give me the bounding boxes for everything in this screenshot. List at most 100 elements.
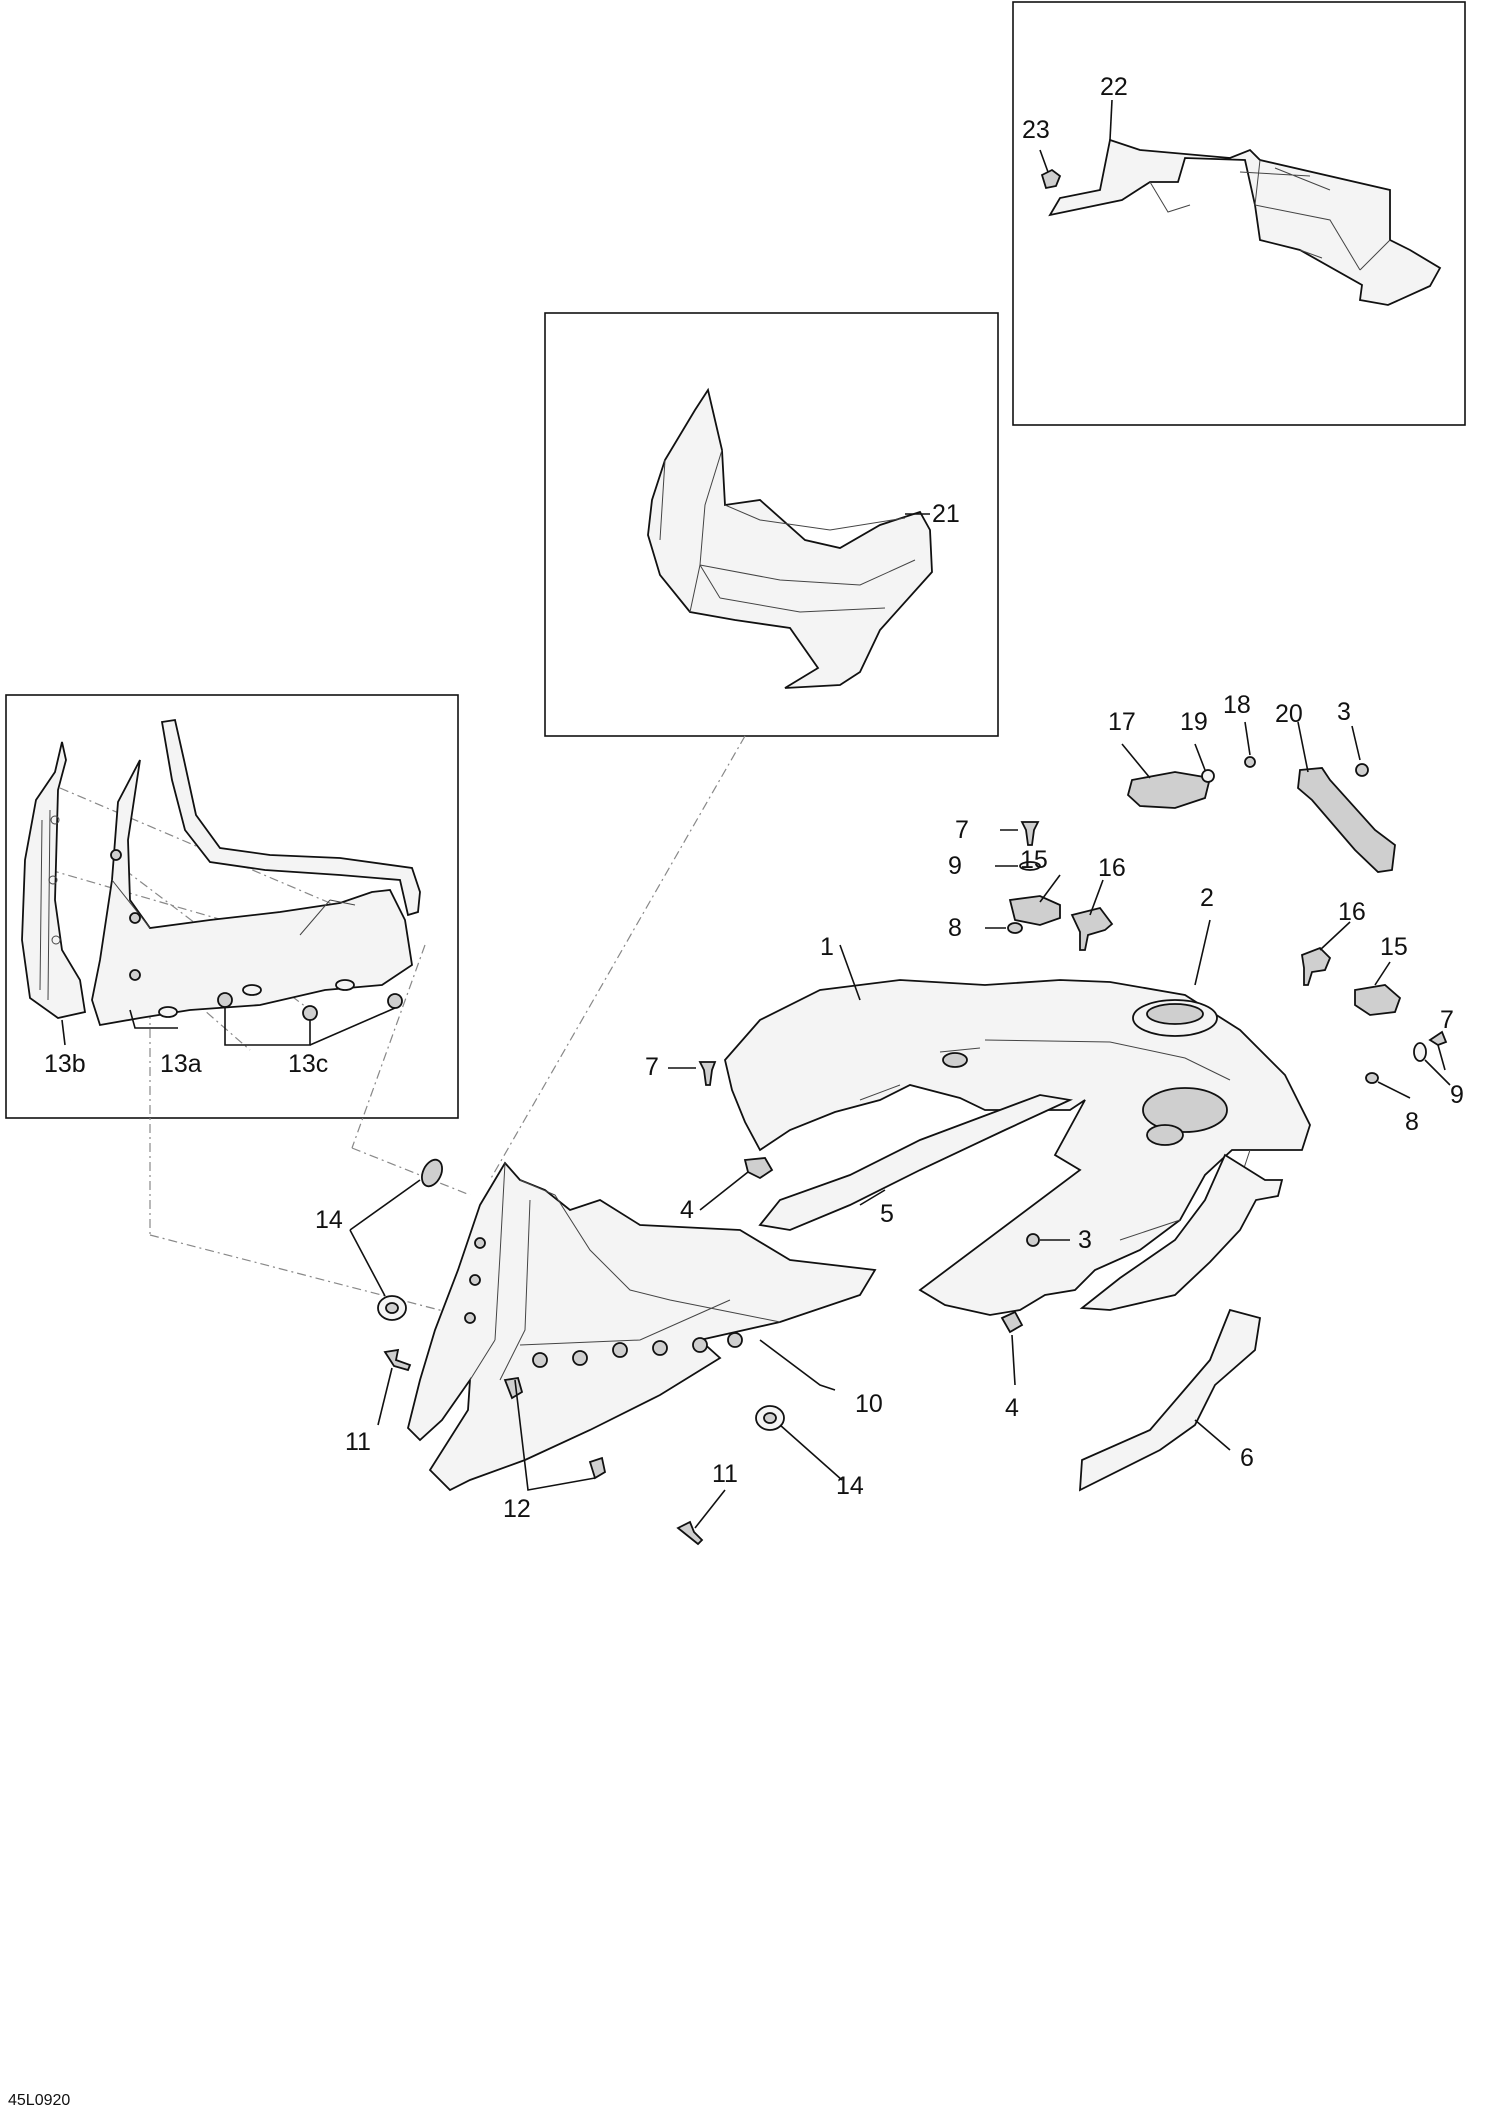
callout-7-left: 7: [645, 1053, 659, 1081]
leader-20: [1297, 721, 1309, 773]
callout-20: 20: [1275, 700, 1303, 728]
part-21-windshield: [647, 387, 933, 689]
part-23-screw: [1040, 168, 1062, 190]
callout-7-right: 7: [1440, 1006, 1454, 1034]
callout-22: 22: [1100, 73, 1128, 101]
callout-23: 23: [1022, 116, 1050, 144]
leader-22: [1109, 99, 1113, 141]
part-9-washer-top: [1019, 861, 1041, 871]
inset-box-windshield: [544, 312, 999, 737]
callout-8-right: 8: [1405, 1108, 1419, 1136]
leader-15-left: [1039, 874, 1061, 903]
callout-13c: 13c: [288, 1050, 328, 1078]
part-14-grommet-left: [377, 1295, 407, 1321]
part-trim-right: [1079, 1153, 1284, 1311]
dash-leader-13-d: [149, 1234, 479, 1321]
leader-13c-b: [309, 1007, 396, 1046]
callout-4-left: 4: [680, 1196, 694, 1224]
part-12-clip-upper: [503, 1376, 524, 1400]
part-14-grommet-top: [421, 1158, 443, 1188]
callout-16-left: 16: [1098, 854, 1126, 882]
leader-16-right: [1319, 921, 1351, 951]
callout-11-left: 11: [345, 1428, 371, 1456]
callout-2: 2: [1200, 884, 1214, 912]
leader-6: [1194, 1419, 1231, 1451]
callout-10: 10: [855, 1390, 883, 1418]
part-18-screw: [1244, 756, 1256, 768]
callout-9-top: 9: [948, 852, 962, 880]
callout-21: 21: [932, 500, 960, 528]
leader-2: [1194, 919, 1211, 986]
part-7-screw-right: [1428, 1030, 1448, 1046]
leader-18: [1244, 721, 1251, 756]
part-5-lower-panel: [758, 1094, 1074, 1231]
part-11-screw-left: [383, 1348, 412, 1372]
part-16-bolt-right: [1301, 946, 1332, 986]
part-4-clip-left: [743, 1157, 774, 1180]
callout-13a: 13a: [160, 1050, 202, 1078]
leader-13b: [61, 1019, 66, 1046]
leader-4-left: [699, 1171, 749, 1211]
part-13-rail: [160, 718, 421, 917]
part-14-grommet-bottom: [755, 1405, 785, 1431]
part-8-nut-right: [1365, 1072, 1379, 1084]
callout-5: 5: [880, 1200, 894, 1228]
part-19-washer: [1201, 769, 1215, 783]
inset-box-deflector: [5, 694, 459, 1119]
part-8-nut-top: [1007, 922, 1023, 934]
callout-15-left: 15: [1020, 846, 1048, 874]
leader-10: [759, 1339, 836, 1391]
part-9-washer-right: [1413, 1042, 1427, 1062]
callout-7-top: 7: [955, 816, 969, 844]
callout-3-top: 3: [1337, 698, 1351, 726]
callout-4-right: 4: [1005, 1394, 1019, 1422]
part-13b-deflector: [21, 741, 87, 1019]
part-13a-deflector-panel: [91, 759, 413, 1027]
leader-11-bottom: [694, 1489, 726, 1529]
callout-12: 12: [503, 1495, 531, 1523]
leader-12: [514, 1379, 596, 1491]
inset-box-bracket: [1012, 1, 1466, 426]
part-15-hinge-left: [1008, 895, 1061, 926]
leader-14-bottom: [779, 1424, 843, 1481]
part-7-screw-left: [698, 1061, 717, 1086]
part-10-front-nose: [407, 1161, 877, 1492]
leader-19: [1194, 743, 1206, 771]
callout-6: 6: [1240, 1444, 1254, 1472]
part-3-screw-right: [1026, 1233, 1040, 1247]
leader-13a: [129, 1009, 178, 1029]
leader-4-right: [1011, 1334, 1016, 1386]
leader-3-top: [1351, 725, 1361, 761]
part-4-clip-right: [1000, 1310, 1024, 1334]
part-22-bracket: [1048, 138, 1442, 306]
leader-1: [839, 944, 861, 1001]
dash-leader-13-b: [351, 1147, 471, 1196]
part-16-bolt-left: [1070, 906, 1114, 951]
callout-8-top: 8: [948, 914, 962, 942]
callout-14-left: 14: [315, 1206, 343, 1234]
leader-23: [1039, 149, 1049, 173]
callout-14-bottom: 14: [836, 1472, 864, 1500]
part-11-screw-bottom: [676, 1520, 704, 1546]
callout-17: 17: [1108, 708, 1136, 736]
leader-9-right: [1424, 1059, 1451, 1086]
part-15-hinge-right: [1354, 984, 1402, 1016]
part-2-gasket: [1132, 999, 1218, 1037]
leader-15-right: [1374, 961, 1391, 986]
leader-13c-a: [224, 1008, 311, 1046]
dash-leader-21: [489, 735, 746, 1181]
leader-11-left: [377, 1367, 393, 1426]
leader-16-left: [1089, 879, 1104, 916]
leader-14-a: [349, 1179, 421, 1231]
callout-9-right: 9: [1450, 1081, 1464, 1109]
callout-11-bottom: 11: [712, 1460, 738, 1488]
part-1-body-panel: [724, 979, 1311, 1316]
leader-7-right: [1437, 1044, 1446, 1071]
leader-14-b: [349, 1229, 386, 1297]
callout-15-right: 15: [1380, 933, 1408, 961]
callout-13b: 13b: [44, 1050, 86, 1078]
part-20-strap: [1297, 767, 1396, 873]
dash-leader-13-a: [351, 944, 426, 1149]
